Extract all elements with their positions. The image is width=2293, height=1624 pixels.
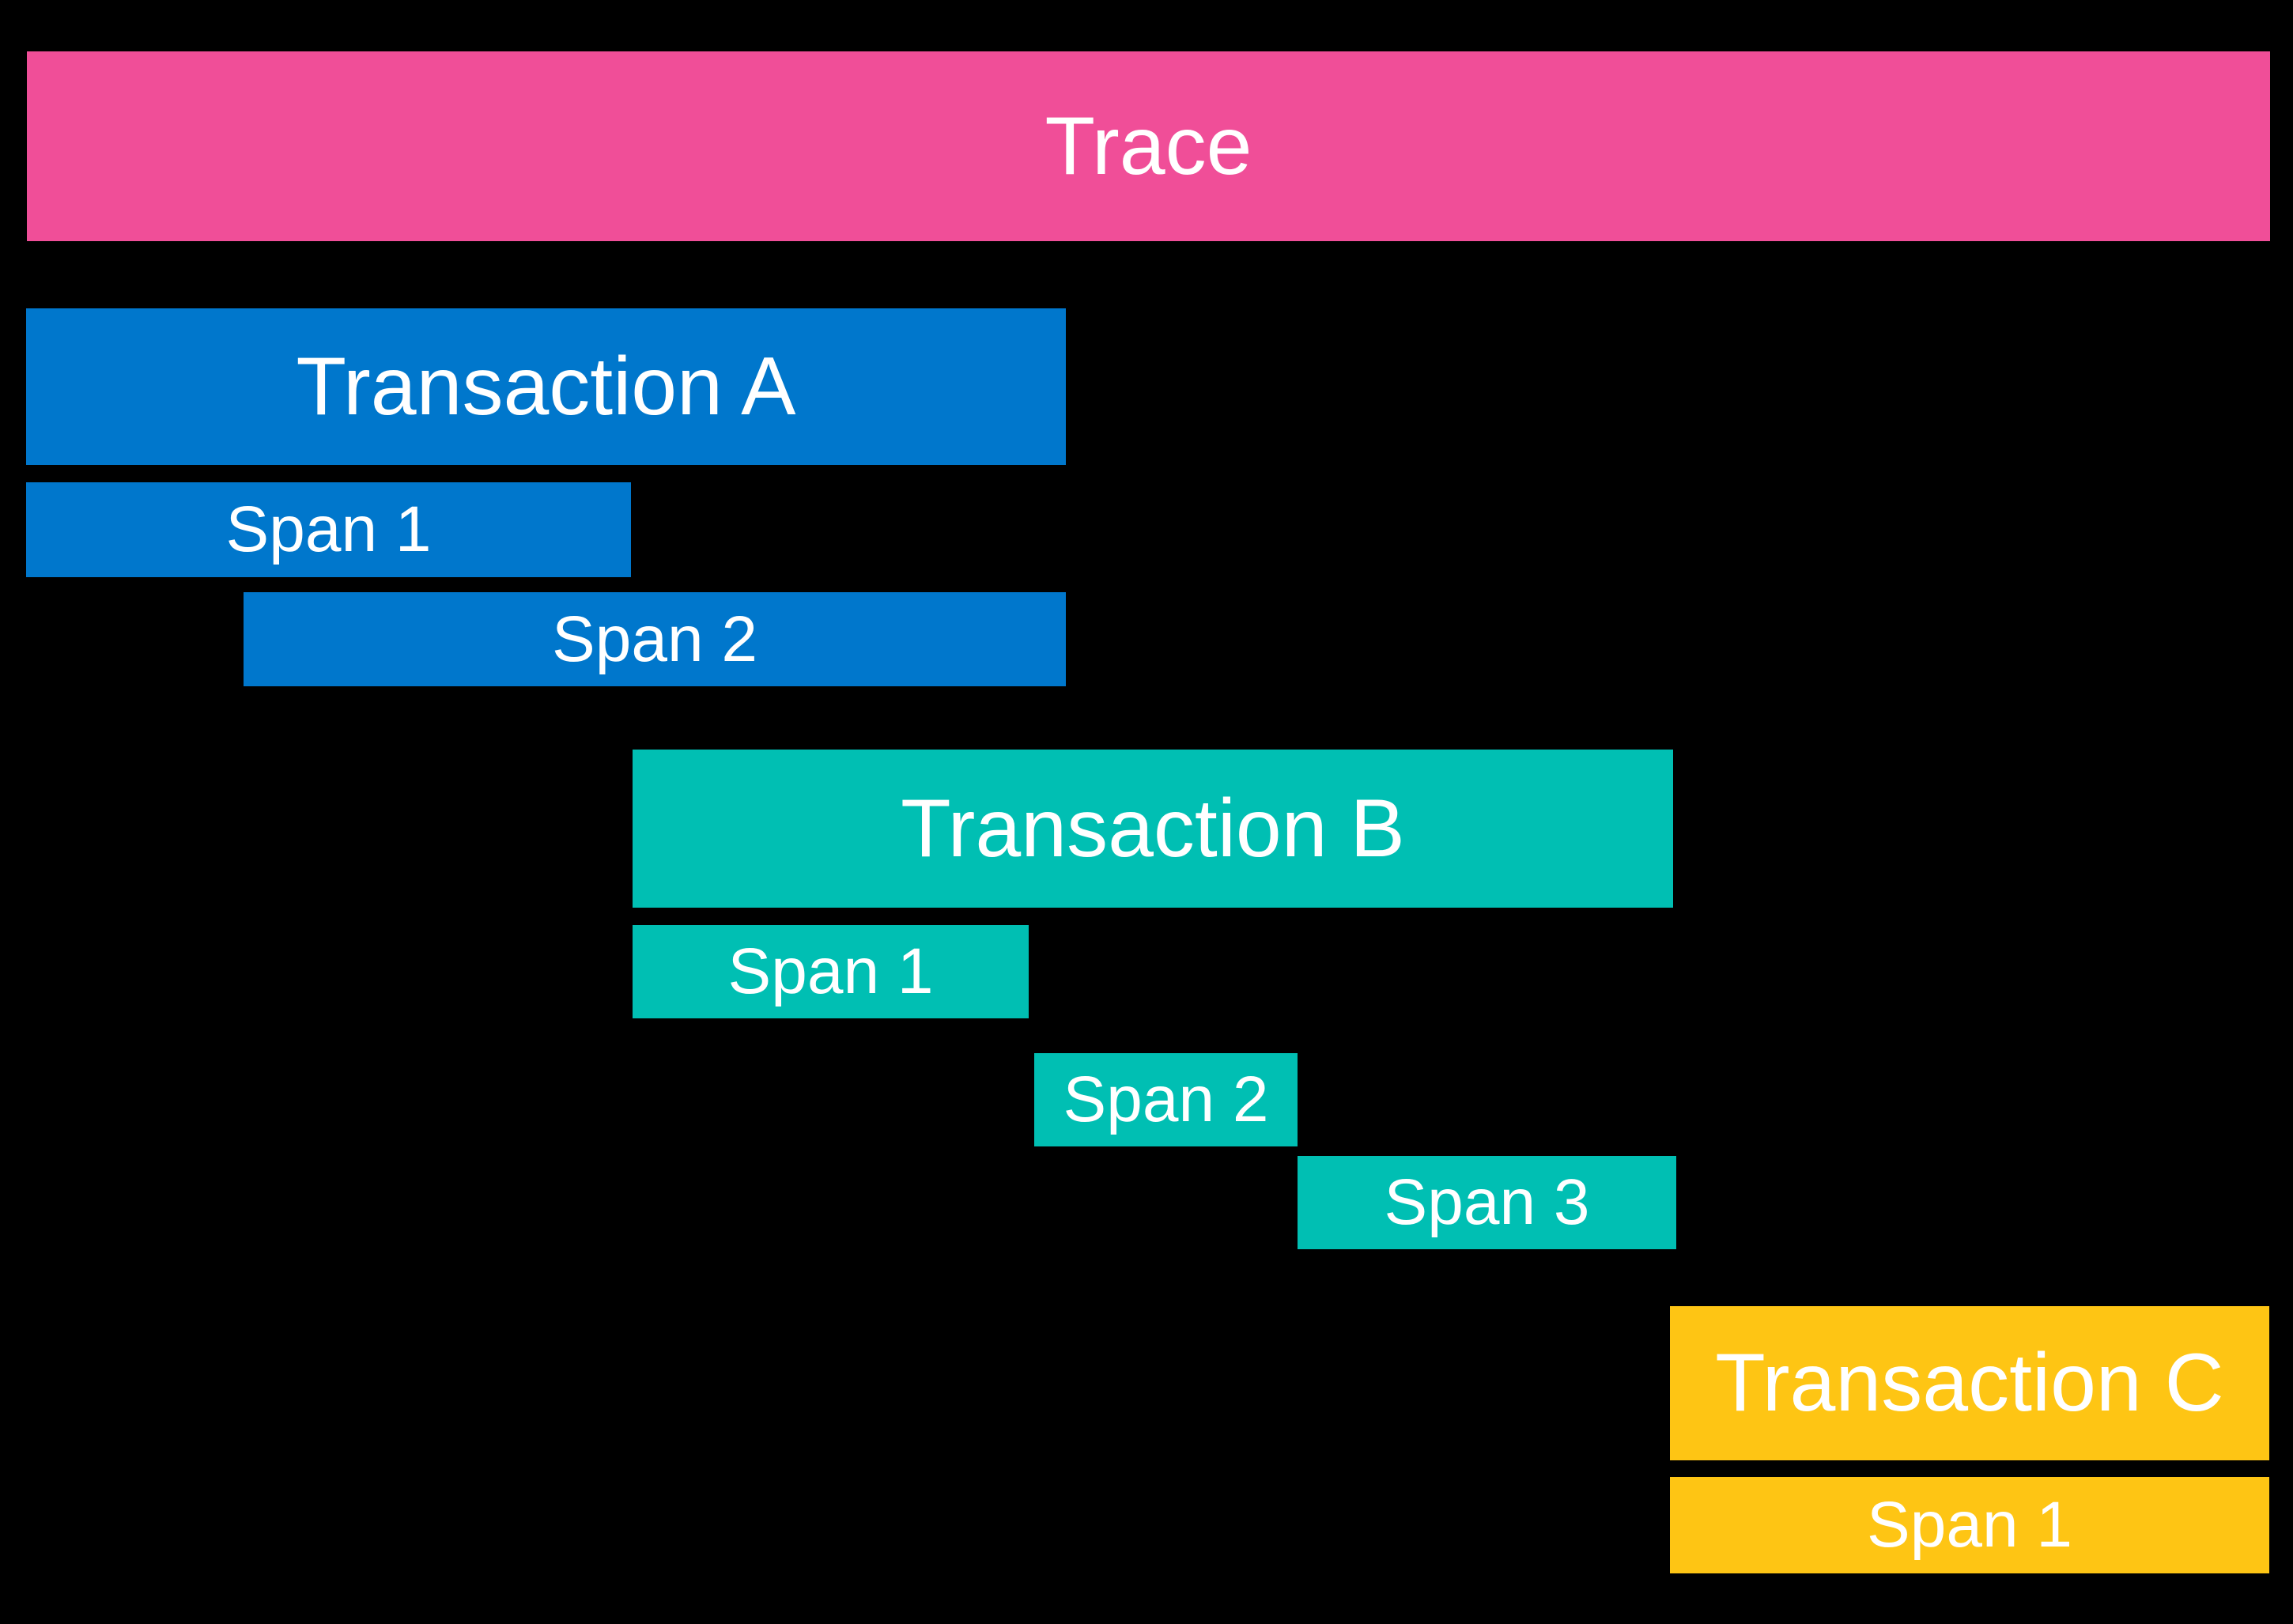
trace-label: Trace [1045, 100, 1252, 192]
trace-bar: Trace [27, 51, 2270, 241]
transaction-b-span-2-label: Span 2 [1063, 1063, 1269, 1135]
transaction-b-span-3-bar: Span 3 [1298, 1156, 1676, 1249]
transaction-a-bar: Transaction A [26, 308, 1066, 465]
transaction-a-span-2-bar: Span 2 [244, 592, 1066, 686]
transaction-c-label: Transaction C [1715, 1337, 2224, 1429]
transaction-a-span-2-label: Span 2 [552, 602, 757, 675]
transaction-b-span-3-label: Span 3 [1384, 1166, 1590, 1238]
transaction-b-span-1-label: Span 1 [727, 935, 934, 1007]
transaction-b-span-1-bar: Span 1 [633, 925, 1029, 1018]
transaction-a-label: Transaction A [296, 340, 796, 432]
transaction-c-bar: Transaction C [1670, 1306, 2269, 1460]
transaction-a-span-1-label: Span 1 [225, 493, 432, 565]
transaction-b-bar: Transaction B [633, 750, 1673, 908]
transaction-c-span-1-label: Span 1 [1867, 1489, 2072, 1561]
transaction-b-span-2-bar: Span 2 [1034, 1053, 1298, 1146]
transaction-c-span-1-bar: Span 1 [1670, 1477, 2269, 1573]
transaction-b-label: Transaction B [901, 782, 1405, 874]
transaction-a-span-1-bar: Span 1 [26, 482, 631, 577]
